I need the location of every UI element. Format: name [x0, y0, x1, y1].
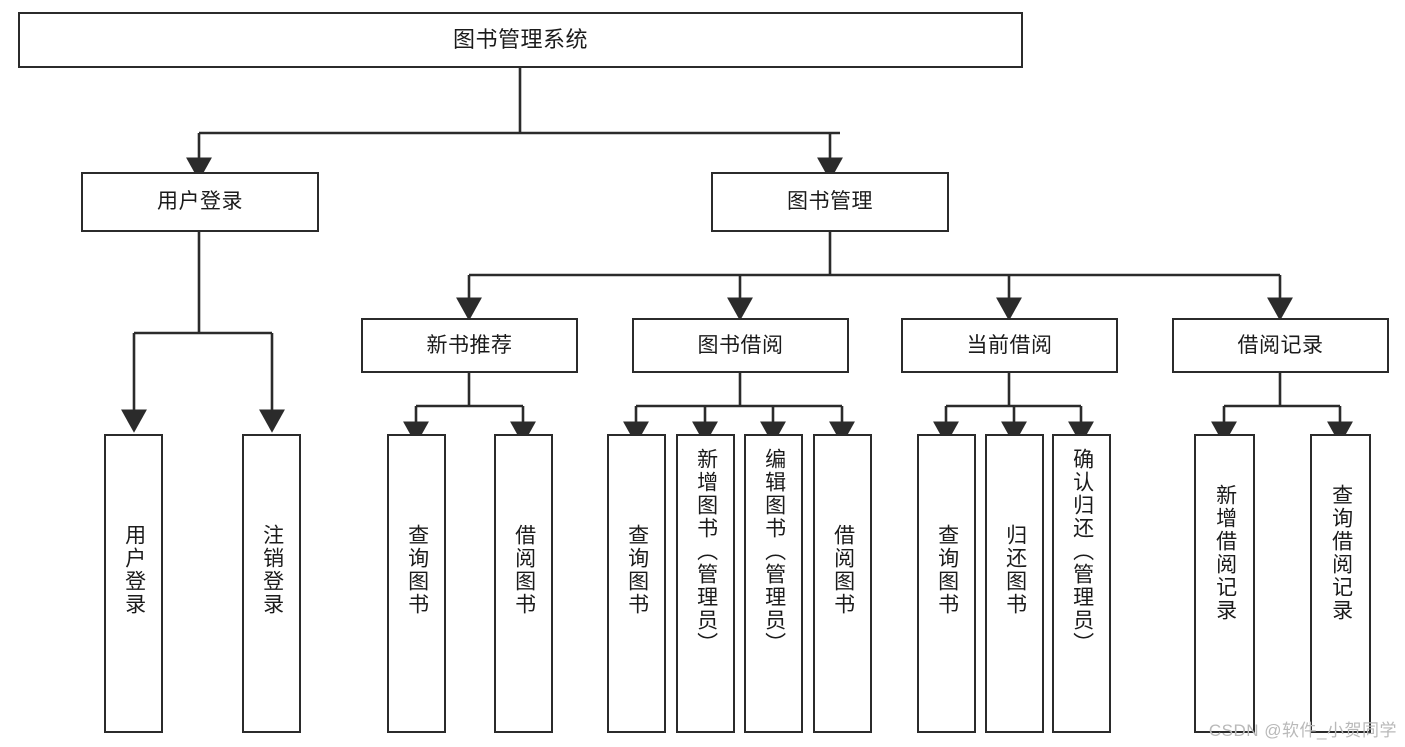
node-label: 编辑图书（管理员） — [762, 448, 786, 655]
node-leaf-add-record[interactable]: 新增借阅记录 — [1194, 434, 1255, 733]
node-leaf-confirm-return[interactable]: 确认归还（管理员） — [1052, 434, 1111, 733]
node-leaf-return-book[interactable]: 归还图书 — [985, 434, 1044, 733]
node-label: 查询图书 — [625, 524, 649, 616]
node-label: 图书管理系统 — [452, 26, 588, 52]
node-label: 查询图书 — [405, 524, 429, 616]
node-user-login[interactable]: 用户登录 — [81, 172, 319, 232]
node-label: 归还图书 — [1003, 524, 1027, 616]
node-label: 用户登录 — [122, 524, 146, 616]
node-borrow-record[interactable]: 借阅记录 — [1172, 318, 1389, 373]
node-current-borrow[interactable]: 当前借阅 — [901, 318, 1118, 373]
node-root-system[interactable]: 图书管理系统 — [18, 12, 1023, 68]
node-leaf-query-book-2[interactable]: 查询图书 — [607, 434, 666, 733]
node-label: 确认归还（管理员） — [1070, 448, 1094, 655]
node-new-book-recommend[interactable]: 新书推荐 — [361, 318, 578, 373]
node-leaf-edit-book[interactable]: 编辑图书（管理员） — [744, 434, 803, 733]
node-label: 新增借阅记录 — [1213, 484, 1237, 622]
node-label: 借阅记录 — [1237, 333, 1324, 357]
node-label: 用户登录 — [157, 190, 243, 214]
node-leaf-logout-login[interactable]: 注销登录 — [242, 434, 301, 733]
node-leaf-query-book-3[interactable]: 查询图书 — [917, 434, 976, 733]
node-leaf-add-book[interactable]: 新增图书（管理员） — [676, 434, 735, 733]
node-label: 图书管理 — [787, 190, 873, 214]
node-label: 新书推荐 — [426, 333, 513, 357]
node-label: 当前借阅 — [966, 333, 1053, 357]
node-label: 查询借阅记录 — [1329, 484, 1353, 622]
watermark-text: CSDN @软件_小贺同学 — [1208, 721, 1397, 740]
node-label: 借阅图书 — [512, 524, 536, 616]
node-label: 新增图书（管理员） — [694, 448, 718, 655]
node-label: 借阅图书 — [831, 524, 855, 616]
node-label: 注销登录 — [260, 524, 284, 616]
node-leaf-query-book-1[interactable]: 查询图书 — [387, 434, 446, 733]
node-label: 图书借阅 — [697, 333, 784, 357]
node-book-borrow[interactable]: 图书借阅 — [632, 318, 849, 373]
node-book-manage[interactable]: 图书管理 — [711, 172, 949, 232]
node-leaf-borrow-book-2[interactable]: 借阅图书 — [813, 434, 872, 733]
node-leaf-borrow-book-1[interactable]: 借阅图书 — [494, 434, 553, 733]
node-leaf-query-record[interactable]: 查询借阅记录 — [1310, 434, 1371, 733]
node-label: 查询图书 — [935, 524, 959, 616]
node-leaf-user-login[interactable]: 用户登录 — [104, 434, 163, 733]
